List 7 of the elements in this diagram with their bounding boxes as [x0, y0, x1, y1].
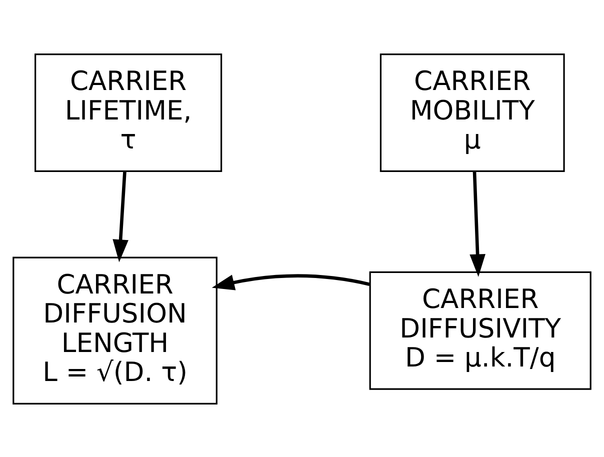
arrow	[470, 171, 486, 276]
node-box: CARRIER MOBILITY μ	[380, 53, 565, 172]
node-box: CARRIER DIFFUSIVITY D = μ.k.T/q	[369, 270, 592, 390]
arrow	[212, 274, 370, 290]
arrow	[112, 171, 128, 262]
node-box: CARRIER DIFFUSION LENGTH L = √(D. τ)	[12, 256, 218, 404]
node-box: CARRIER LIFETIME, τ	[34, 53, 222, 172]
